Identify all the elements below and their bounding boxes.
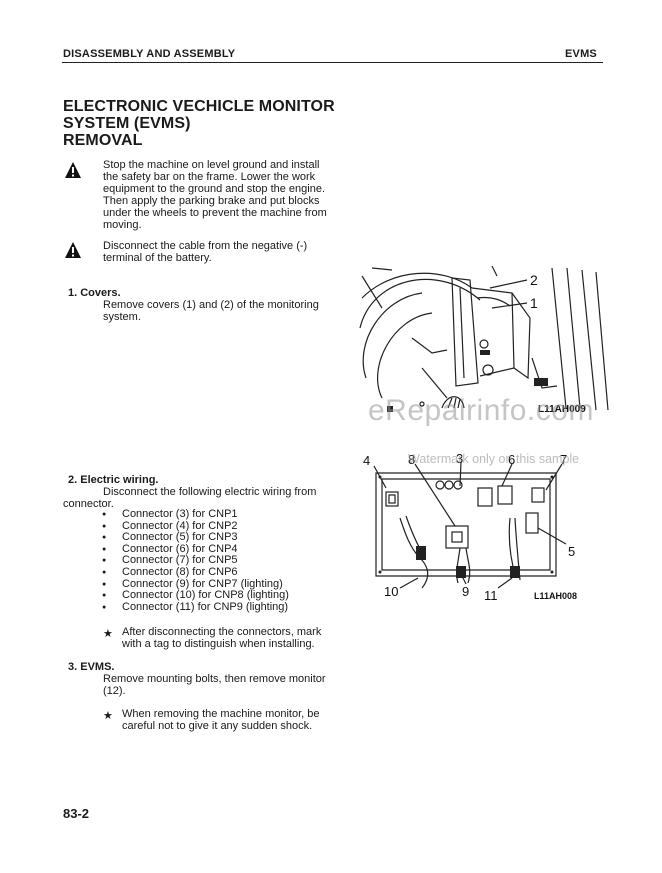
title-line-3: REMOVAL — [63, 132, 143, 149]
callout-label: 4 — [363, 453, 370, 468]
callout-label: 3 — [456, 451, 463, 466]
list-item: Connector (11) for CNP9 (lighting) — [102, 601, 289, 614]
step-2-note: After disconnecting the connectors, mark… — [122, 626, 337, 650]
step-3-text: Remove mounting bolts, then remove monit… — [103, 673, 333, 697]
callout-label: 11 — [484, 588, 498, 603]
page-number: 83-2 — [63, 806, 90, 821]
warning-1-line: Then apply the parking brake and put blo… — [103, 195, 320, 207]
step-2-intro-cont: connector. — [63, 498, 114, 510]
list-item: Connector (3) for CNP1 — [102, 508, 289, 521]
note-line: When removing the machine monitor, be — [122, 708, 320, 720]
note-star-icon: ★ — [103, 628, 113, 640]
callout-label: 8 — [408, 452, 415, 467]
step-3-line: (12). — [103, 685, 126, 697]
callout-label: 5 — [568, 544, 575, 559]
note-line: After disconnecting the connectors, mark — [122, 626, 322, 638]
callout-label: 7 — [560, 452, 567, 467]
step-1-line: Remove covers (1) and (2) of the monitor… — [103, 299, 319, 311]
title-line-1: ELECTRONIC VECHICLE MONITOR — [63, 98, 335, 115]
list-item: Connector (5) for CNP3 — [102, 532, 289, 544]
section-header: DISASSEMBLY AND ASSEMBLY — [63, 48, 236, 60]
warning-1-line: Stop the machine on level ground and ins… — [103, 159, 320, 171]
step-3-note: When removing the machine monitor, be ca… — [122, 708, 337, 732]
figure-connectors: 4 8 3 6 7 5 10 9 11 L11AH008 — [363, 451, 577, 603]
list-item: Connector (10) for CNP8 (lighting) — [102, 590, 289, 602]
list-item: Connector (8) for CNP6 — [102, 566, 289, 579]
note-line: with a tag to distinguish when installin… — [122, 638, 315, 650]
warning-2-line: terminal of the battery. — [103, 252, 212, 264]
list-item: Connector (4) for CNP2 — [102, 520, 289, 533]
callout-label: 9 — [462, 584, 469, 599]
callout-label: 10 — [384, 584, 398, 599]
warning-1-line: moving. — [103, 219, 142, 231]
watermark-sub: Watermark only on this sample — [408, 452, 580, 466]
step-3-heading: 3. EVMS. — [68, 661, 115, 673]
figure-code: L11AH008 — [534, 591, 577, 601]
warning-1-line: equipment to the ground and stop the eng… — [103, 183, 326, 195]
warning-1-text: Stop the machine on level ground and ins… — [103, 159, 333, 231]
watermark-main: eRepairinfo.com — [368, 394, 594, 427]
section-code: EVMS — [565, 48, 597, 60]
callout-label: 6 — [508, 452, 515, 467]
note-star-icon: ★ — [103, 710, 113, 722]
title-line-2: SYSTEM (EVMS) — [63, 115, 191, 132]
warning-2-text: Disconnect the cable from the negative (… — [103, 240, 333, 264]
list-item: Connector (9) for CNP7 (lighting) — [102, 578, 289, 591]
connector-list: Connector (3) for CNP1 Connector (4) for… — [102, 508, 289, 614]
callout-label: 1 — [530, 295, 538, 311]
warning-2-line: Disconnect the cable from the negative (… — [103, 240, 308, 252]
figure-covers: 2 1 L11AH009 — [359, 265, 609, 415]
step-1-heading: 1. Covers. — [68, 287, 121, 299]
step-1-line: system. — [103, 311, 141, 323]
note-line: careful not to give it any sudden shock. — [122, 720, 313, 732]
page-title: ELECTRONIC VECHICLE MONITOR SYSTEM (EVMS… — [63, 98, 335, 149]
callout-label: 2 — [530, 272, 538, 288]
warning-triangle-icon — [65, 242, 81, 258]
list-item: Connector (7) for CNP5 — [102, 555, 289, 567]
list-item: Connector (6) for CNP4 — [102, 543, 289, 556]
step-2-intro: Disconnect the following electric wiring… — [103, 486, 317, 498]
header-rule — [62, 62, 603, 63]
warning-1-line: the safety bar on the frame. Lower the w… — [103, 171, 316, 183]
figure-code: L11AH009 — [538, 404, 586, 415]
step-1-text: Remove covers (1) and (2) of the monitor… — [103, 299, 333, 323]
step-2-heading: 2. Electric wiring. — [68, 474, 159, 486]
warning-triangle-icon — [65, 162, 81, 178]
step-3-line: Remove mounting bolts, then remove monit… — [103, 673, 326, 685]
warning-1-line: under the wheels to prevent the machine … — [103, 207, 327, 219]
